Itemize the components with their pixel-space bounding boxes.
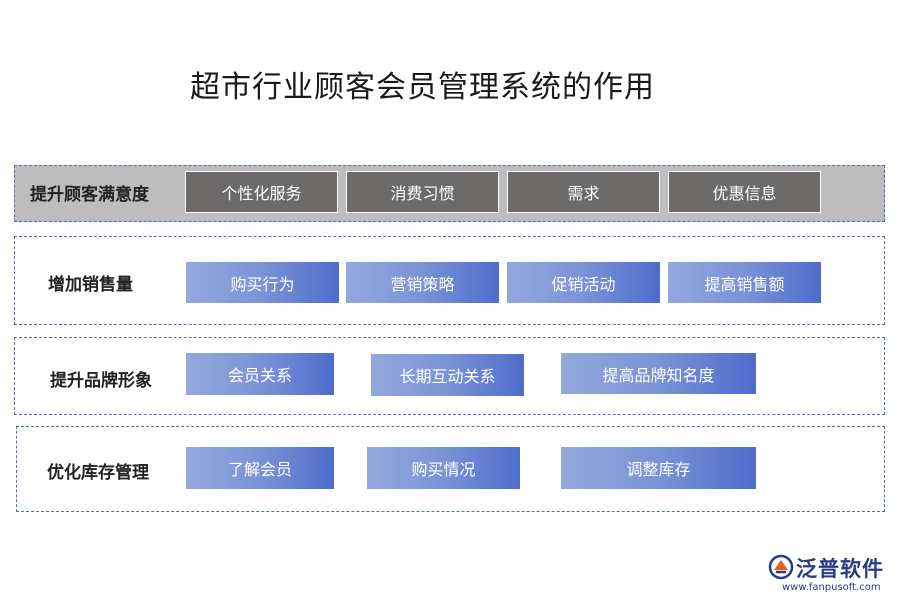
row-label: 优化库存管理 — [47, 463, 149, 483]
item-box: 促销活动 — [507, 262, 660, 303]
item-box: 了解会员 — [186, 447, 334, 489]
diagram-title: 超市行业顾客会员管理系统的作用 — [190, 70, 655, 105]
logo-icon — [768, 554, 794, 580]
item-box: 长期互动关系 — [371, 354, 524, 396]
item-box: 营销策略 — [346, 262, 499, 303]
item-box: 提高品牌知名度 — [561, 353, 756, 394]
item-box: 消费习惯 — [346, 171, 499, 213]
item-box: 优惠信息 — [668, 171, 821, 213]
row-brand-image — [14, 337, 885, 415]
item-box: 购买情况 — [367, 447, 520, 489]
brand-logo: 泛普软件 www.fanpusoft.com — [768, 552, 893, 597]
row-label: 提升顾客满意度 — [30, 185, 149, 205]
row-increase-sales — [14, 236, 885, 325]
item-box: 个性化服务 — [185, 171, 338, 213]
item-box: 提高销售额 — [668, 262, 821, 303]
item-box: 需求 — [507, 171, 660, 213]
logo-name: 泛普软件 — [796, 557, 884, 581]
item-box: 购买行为 — [186, 262, 339, 303]
row-label: 提升品牌形象 — [50, 371, 152, 391]
item-box: 会员关系 — [186, 353, 334, 395]
logo-url: www.fanpusoft.com — [782, 582, 881, 593]
row-label: 增加销售量 — [48, 275, 133, 295]
item-box: 调整库存 — [561, 447, 756, 489]
row-inventory-management — [16, 426, 885, 512]
